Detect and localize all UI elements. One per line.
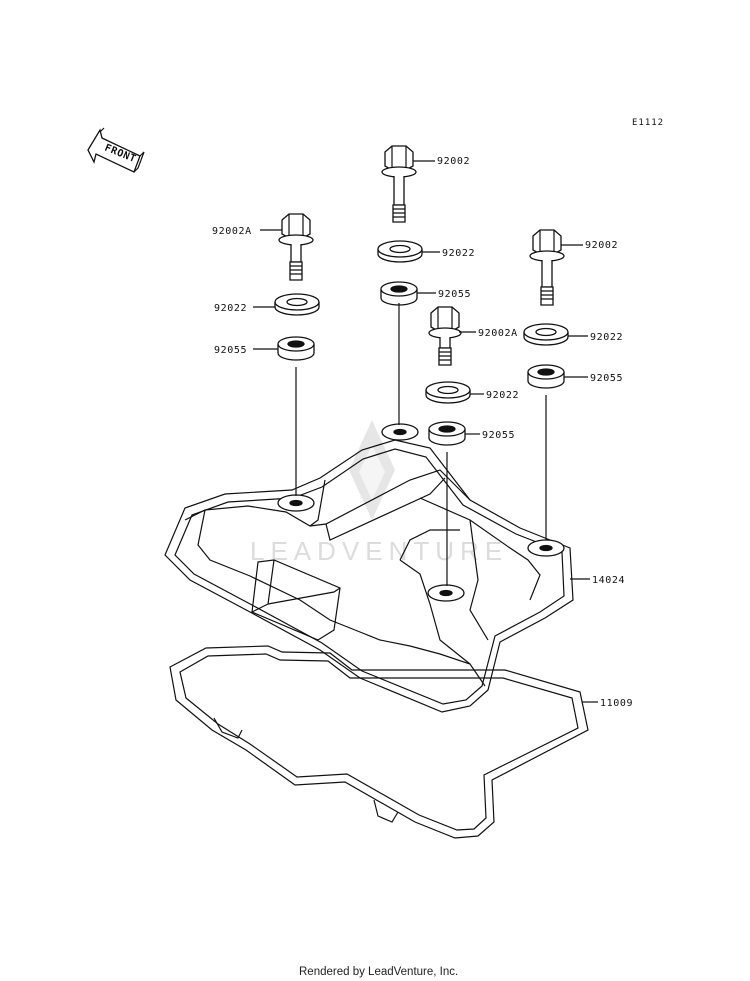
label-washer-left: 92022	[214, 303, 247, 314]
label-grommet-left: 92055	[214, 345, 247, 356]
watermark: LEADVENTURE	[250, 420, 508, 566]
grommet-center	[380, 281, 418, 306]
grommet-right	[527, 364, 565, 389]
leader-lines	[253, 160, 598, 703]
washer-right	[523, 323, 569, 346]
washer-left	[274, 293, 320, 316]
label-bolt-mid: 92002A	[478, 328, 518, 339]
label-washer-right: 92022	[590, 332, 623, 343]
label-cover: 14024	[592, 575, 625, 586]
washer-center	[377, 240, 423, 263]
gasket	[169, 645, 589, 839]
bolt-left	[278, 213, 314, 281]
label-bolt-left: 92002A	[212, 226, 252, 237]
alignment-lines	[295, 303, 547, 586]
label-grommet-center: 92055	[438, 289, 471, 300]
bolt-center	[381, 145, 417, 223]
credit-text: Rendered by LeadVenture, Inc.	[299, 966, 458, 978]
label-gasket: 11009	[600, 698, 633, 709]
part-labels: 92002 92002A 92002 92002A 92022 92022 92…	[212, 156, 633, 709]
label-washer-center: 92022	[442, 248, 475, 259]
front-arrow-icon: FRONT	[87, 127, 145, 173]
cylinder-head-cover	[164, 423, 574, 823]
label-washer-mid: 92022	[486, 390, 519, 401]
washer-mid	[425, 381, 471, 404]
label-grommet-mid: 92055	[482, 430, 515, 441]
label-bolt-right: 92002	[585, 240, 618, 251]
watermark-text: LEADVENTURE	[250, 536, 508, 566]
bolt-right	[529, 229, 565, 306]
bolt-mid	[428, 306, 462, 366]
label-grommet-right: 92055	[590, 373, 623, 384]
label-bolt-center: 92002	[437, 156, 470, 167]
grommet-mid	[428, 421, 466, 446]
diagram-code: E1112	[632, 118, 664, 128]
grommet-left	[277, 336, 315, 361]
